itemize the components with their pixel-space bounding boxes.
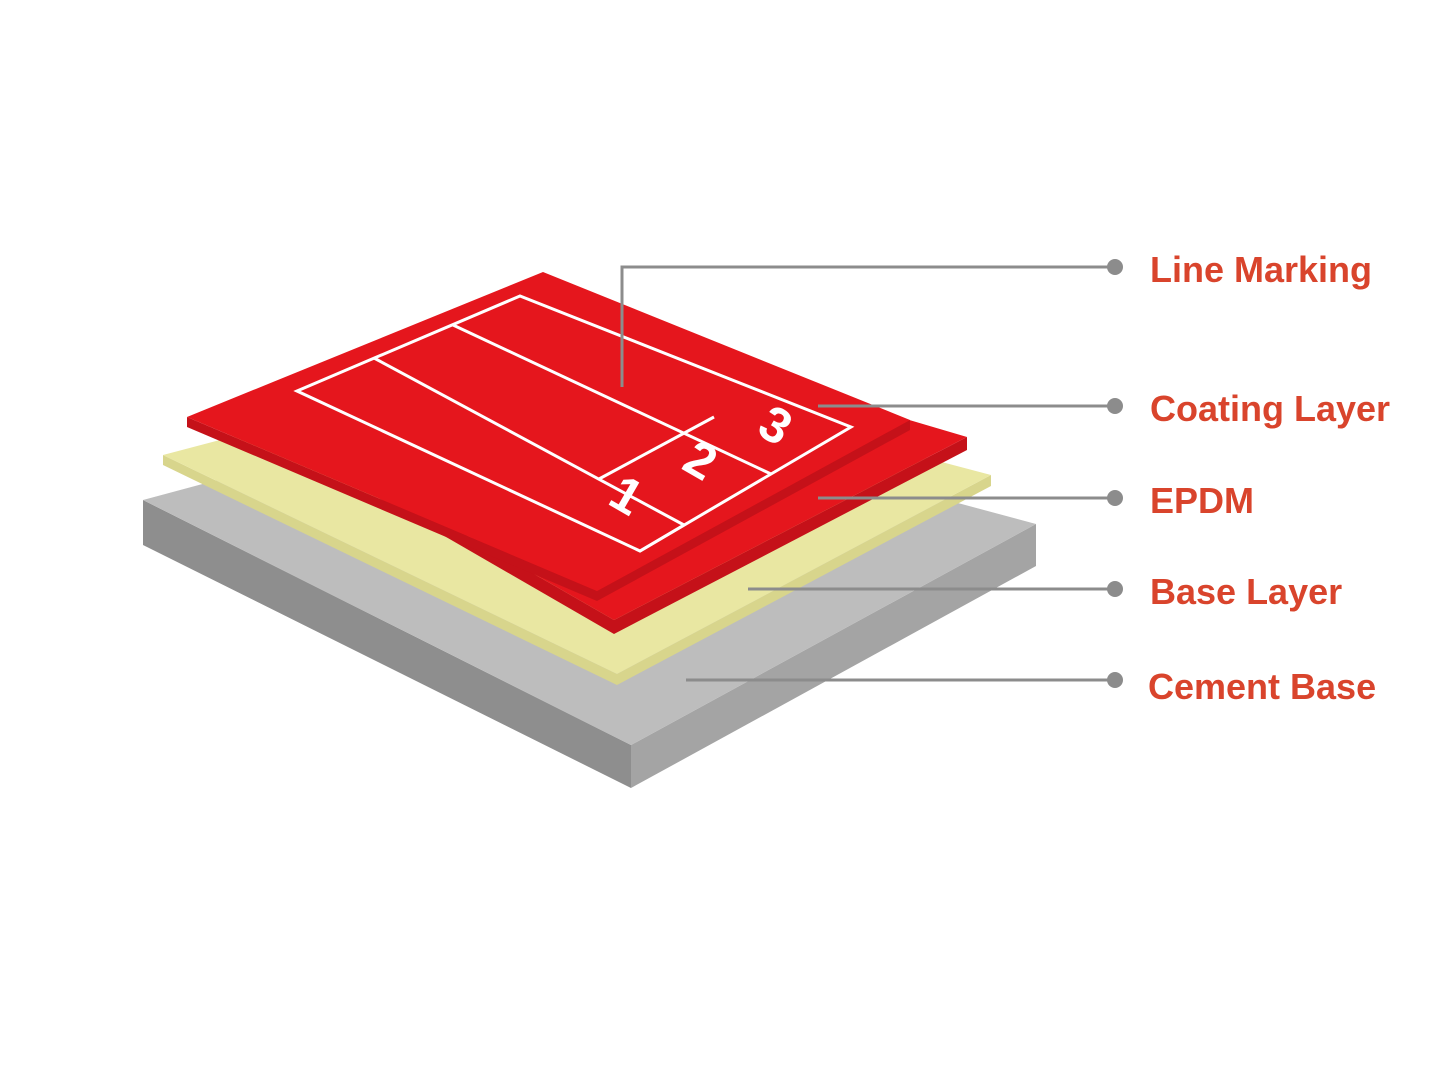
label-epdm: EPDM — [1150, 480, 1254, 521]
epdm-front-face — [163, 455, 617, 685]
dot-line-marking — [1107, 259, 1123, 275]
label-line-marking: Line Marking — [1150, 249, 1372, 290]
lane-divider-2 — [452, 323, 772, 476]
coating-layer-top-face — [187, 272, 910, 591]
cement-front-face — [143, 500, 631, 788]
lane-end-1 — [639, 523, 685, 553]
finish-line — [598, 415, 715, 481]
label-coating-layer: Coating Layer — [1150, 388, 1390, 429]
base-layer-side-face — [614, 437, 967, 634]
dot-base-layer — [1107, 581, 1123, 597]
dot-cement-base — [1107, 672, 1123, 688]
lane-outline — [293, 294, 855, 553]
coating-layer-front-face — [187, 417, 597, 601]
dot-coating-layer — [1107, 398, 1123, 414]
leader-line-marking — [620, 265, 1115, 387]
leader-dots — [1107, 259, 1123, 688]
lane-divider-1 — [373, 356, 685, 527]
label-cement-base: Cement Base — [1148, 666, 1376, 707]
line-marking-lanes — [293, 294, 855, 553]
coating-layer-side-face — [597, 420, 910, 601]
dot-epdm — [1107, 490, 1123, 506]
epdm-side-face — [617, 475, 991, 685]
layer-labels: Line Marking Coating Layer EPDM Base Lay… — [1148, 249, 1390, 707]
coating-layer-slab — [187, 272, 910, 601]
label-base-layer: Base Layer — [1150, 571, 1342, 612]
leader-lines — [620, 265, 1115, 682]
